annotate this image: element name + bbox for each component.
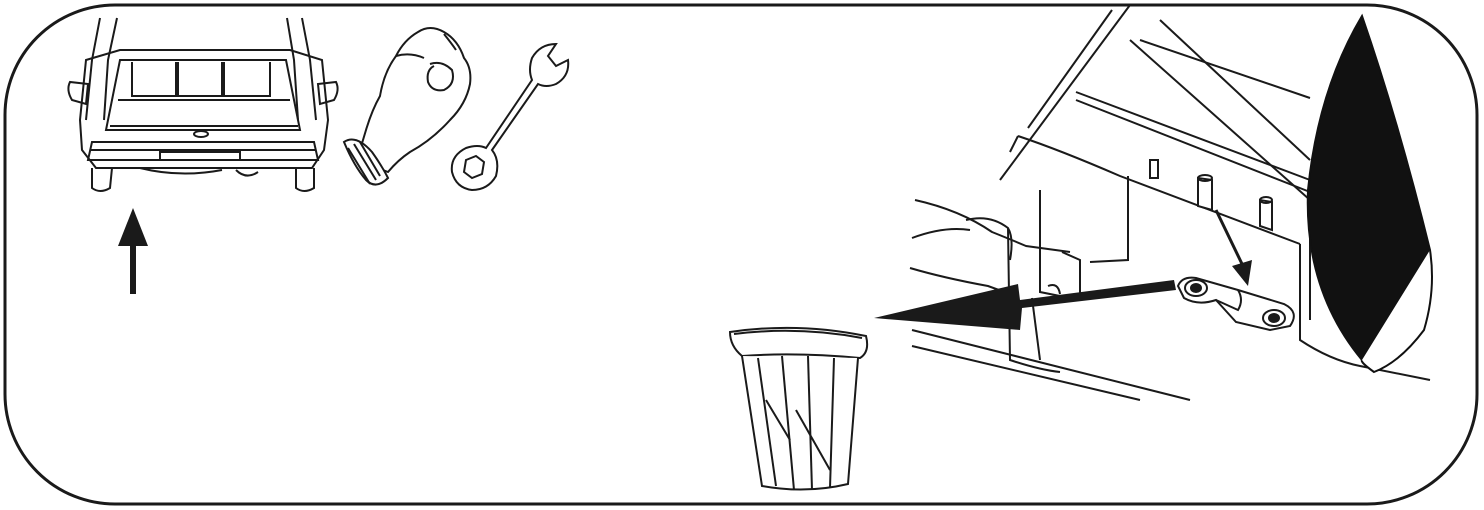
trash-bin-icon <box>730 328 867 490</box>
stud-to-bracket-arrow <box>1216 210 1252 286</box>
glove-icon <box>344 28 470 185</box>
arrow-up-icon <box>118 208 148 294</box>
car-rear-icon <box>68 18 337 191</box>
dispose-arrow <box>874 280 1176 330</box>
